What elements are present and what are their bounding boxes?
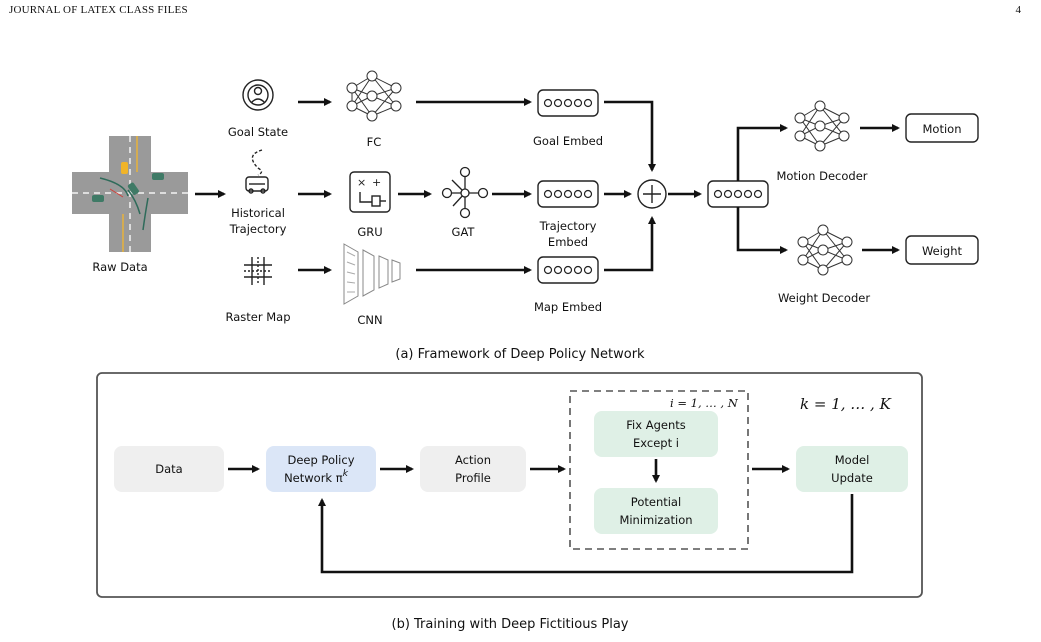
deep-policy-label-2: Network πk [284,469,349,485]
arrow-feedback-loop [318,494,854,574]
data-box [114,446,224,492]
arrow-to-weight-decoder [736,207,788,254]
action-profile-label-1: Action [455,453,491,467]
raw-data-intersection-icon [72,136,188,252]
weight-output-box [905,235,979,265]
loop-range-label: k = 1, … , K [800,395,892,413]
gat-graph-icon [441,166,489,219]
weight-decoder-network-icon [797,224,853,276]
model-update-label-2: Update [831,471,873,485]
caption-b: (b) Training with Deep Fictitious Play [392,617,629,632]
raster-map-label: Raster Map [225,310,290,324]
potential-label-2: Minimization [619,513,692,527]
svg-text:×: × [357,176,366,189]
historical-label-1: Historical [231,206,285,220]
motion-output-label: Motion [923,122,962,136]
goal-state-icon [242,79,274,111]
model-update-label-1: Model [835,453,870,467]
inner-loop-frame [569,390,749,550]
weight-output-label: Weight [922,244,963,258]
motion-decoder-label: Motion Decoder [776,169,867,183]
gru-cell-icon: × + [349,171,391,213]
deep-policy-box [266,446,376,492]
action-profile-box [420,446,526,492]
goal-embed-label: Goal Embed [533,134,603,148]
gat-label: GAT [452,225,476,239]
inner-range-label: i = 1, … , N [670,396,739,410]
map-embed-vector [537,256,599,284]
trajectory-embed-label-2: Embed [548,235,588,249]
cnn-label: CNN [357,313,382,327]
fc-network-icon [346,70,402,122]
deep-policy-label-1: Deep Policy [287,453,354,467]
data-label: Data [155,462,182,476]
trajectory-embed-vector [537,180,599,208]
page-number: 4 [1015,4,1022,16]
fix-agents-label-1: Fix Agents [626,418,685,432]
fused-embed-vector [707,180,769,208]
arrow-map-embed-to-sum [604,216,656,272]
motion-decoder-network-icon [794,100,850,152]
model-update-box [796,446,908,492]
potential-minimization-box [594,488,718,534]
fc-label: FC [367,135,382,149]
cnn-layers-icon [343,243,401,305]
car-trajectory-icon [245,149,269,194]
trajectory-embed-label-1: Trajectory [539,219,597,233]
raster-map-icon [244,257,272,285]
action-profile-label-2: Profile [455,471,491,485]
potential-label-1: Potential [631,495,681,509]
arrow-to-motion-decoder [736,124,788,181]
weight-decoder-label: Weight Decoder [778,291,870,305]
historical-label-2: Trajectory [229,222,287,236]
arrow-goal-embed-to-sum [604,100,656,172]
svg-text:+: + [372,176,381,189]
sum-icon [637,179,667,209]
fix-agents-label-2: Except i [633,436,679,450]
gru-label: GRU [357,225,382,239]
goal-embed-vector [537,89,599,117]
motion-output-box [905,113,979,143]
journal-header: JOURNAL OF LATEX CLASS FILES [9,4,188,16]
map-embed-label: Map Embed [534,300,602,314]
goal-state-label: Goal State [228,125,288,139]
caption-a: (a) Framework of Deep Policy Network [395,347,645,362]
fix-agents-box [594,411,718,457]
raw-data-label: Raw Data [92,260,147,274]
